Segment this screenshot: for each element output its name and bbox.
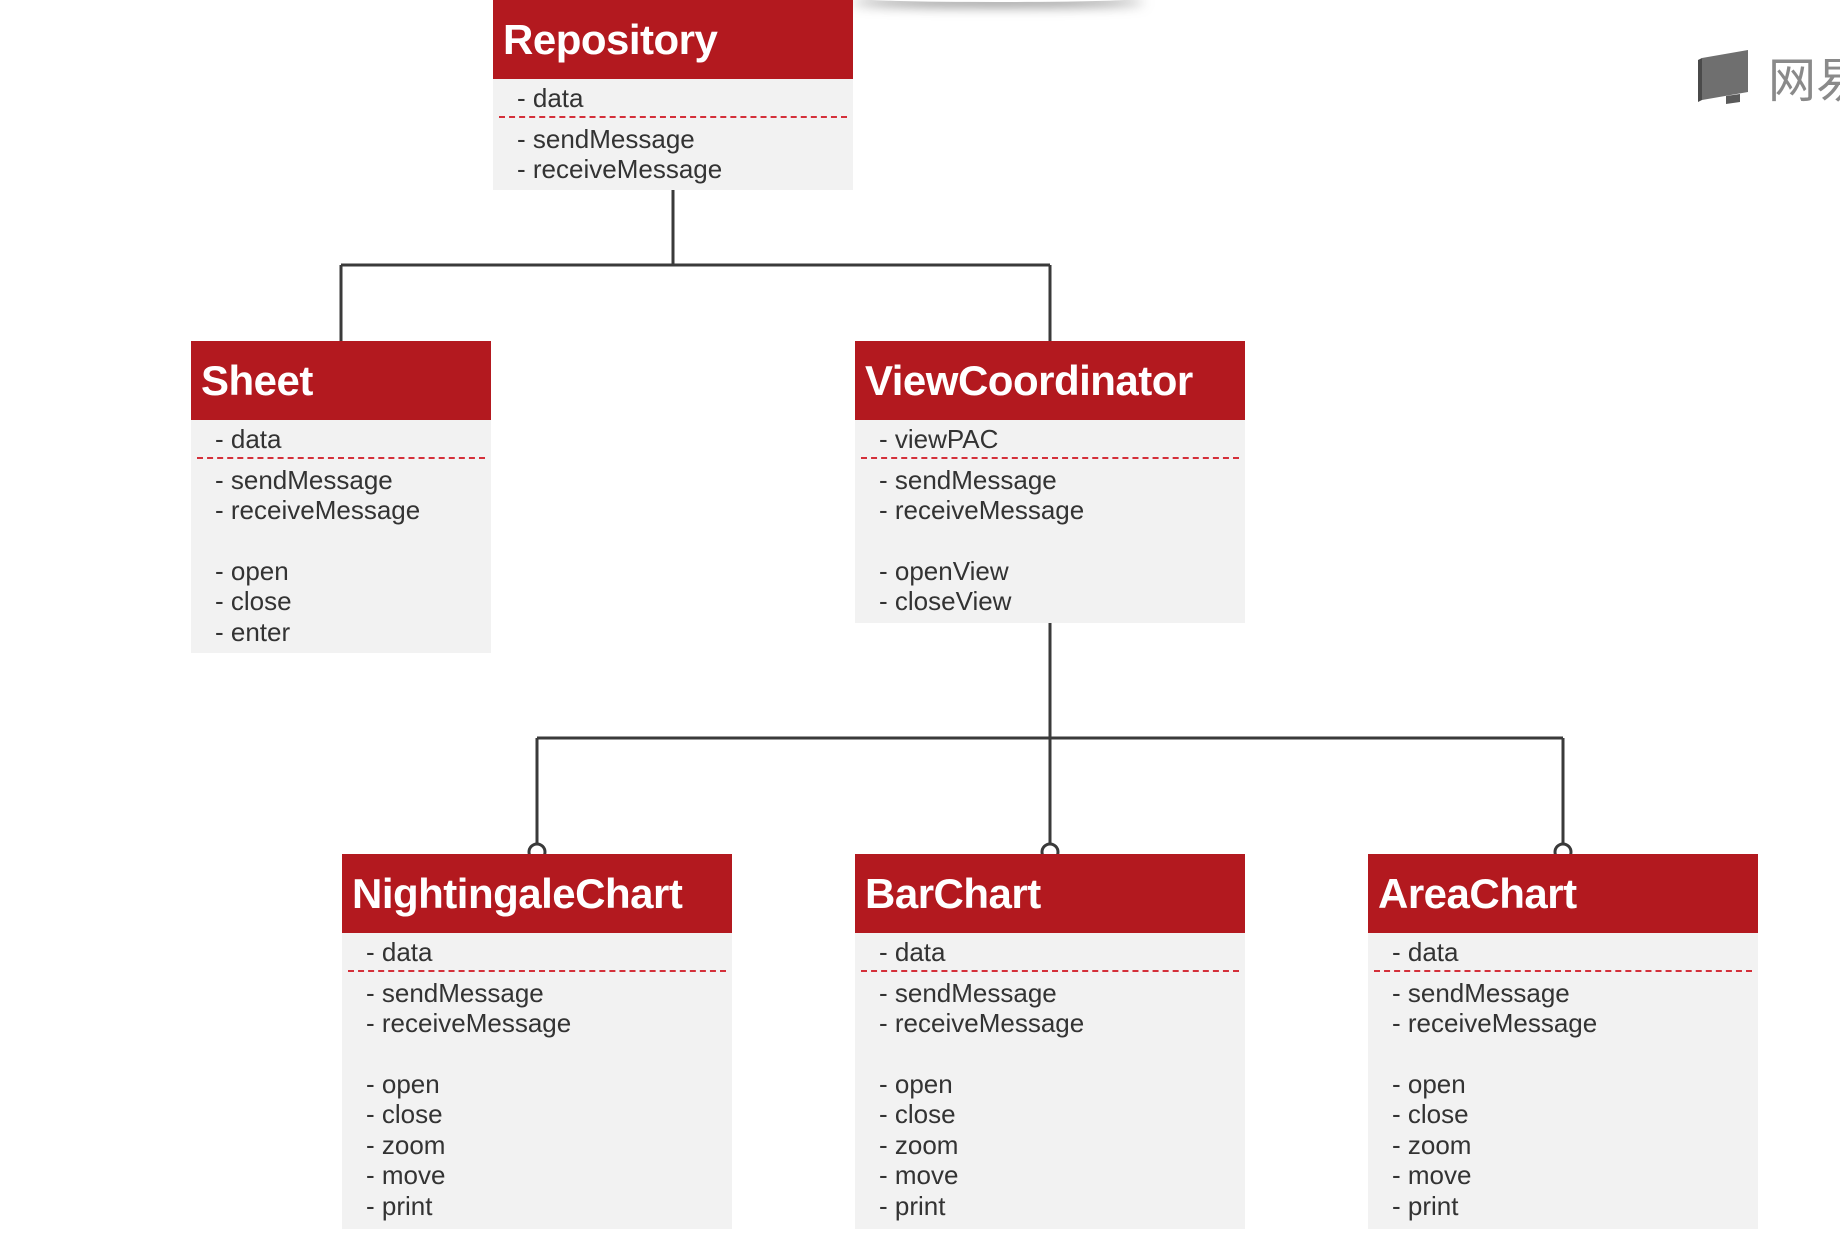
method: - print [879,1190,946,1221]
method: - sendMessage [1392,977,1570,1008]
method: - sendMessage [366,977,544,1008]
method: - move [1392,1160,1472,1190]
method: - open [366,1068,440,1099]
method-list: - sendMessage - receiveMessage [493,118,853,193]
method: - print [366,1190,433,1221]
method: - sendMessage [879,464,1057,495]
attribute: - data [366,937,433,967]
class-bar-chart: BarChart - data - sendMessage - receiveM… [855,854,1245,1229]
method: - open [879,1068,953,1099]
method: - enter [215,616,291,647]
class-view-coordinator: ViewCoordinator - viewPAC - sendMessage … [855,341,1245,623]
class-repository: Repository - data - sendMessage - receiv… [493,0,853,190]
method: - print [1392,1190,1459,1221]
method: - closeView [879,586,1012,616]
method: - move [366,1160,446,1190]
method-list: - sendMessage - receiveMessage - open - … [1368,972,1758,1230]
method: - sendMessage [215,464,393,495]
class-nightingale-chart: NightingaleChart - data - sendMessage - … [342,854,732,1229]
method: - receiveMessage [215,495,421,525]
attribute: - data [1392,937,1459,967]
attribute: - viewPAC [879,424,999,454]
method: - receiveMessage [879,495,1085,525]
method: - receiveMessage [1392,1008,1598,1038]
class-title: ViewCoordinator [855,341,1245,420]
attribute: - data [879,937,946,967]
method: - sendMessage [879,977,1057,1008]
method: - close [879,1099,956,1129]
method: - openView [879,555,1009,586]
attribute-list: - data [861,933,1239,972]
method: - move [879,1160,959,1190]
attribute: - data [215,424,282,454]
method: - receiveMessage [366,1008,572,1038]
class-sheet: Sheet - data - sendMessage - receiveMess… [191,341,491,653]
method: - zoom [1392,1129,1472,1160]
method: - zoom [366,1129,446,1160]
method: - open [215,555,289,586]
method-list: - sendMessage - receiveMessage - open - … [855,972,1245,1230]
method: - open [1392,1068,1466,1099]
method: - sendMessage [517,123,695,154]
attribute-list: - data [348,933,726,972]
class-title: Sheet [191,341,491,420]
method: - receiveMessage [879,1008,1085,1038]
method: - close [366,1099,443,1129]
attribute-list: - data [1374,933,1752,972]
class-title: NightingaleChart [342,854,732,933]
attribute-list: - data [499,79,847,118]
book-icon [1698,50,1748,104]
class-area-chart: AreaChart - data - sendMessage - receive… [1368,854,1758,1229]
class-title: Repository [493,0,853,79]
connector-viewcoordinator-children [535,623,1565,852]
method: - close [1392,1099,1469,1129]
class-title: AreaChart [1368,854,1758,933]
method-list: - sendMessage - receiveMessage - open - … [191,459,491,656]
method: - close [215,586,292,616]
class-title: BarChart [855,854,1245,933]
method-list: - sendMessage - receiveMessage - openVie… [855,459,1245,625]
attribute: - data [517,83,584,113]
attribute-list: - data [197,420,485,459]
connector-repository-children [339,190,1052,341]
method-list: - sendMessage - receiveMessage - open - … [342,972,732,1230]
method: - zoom [879,1129,959,1160]
watermark-logo: 网易 [1696,46,1840,109]
method: - receiveMessage [517,154,723,184]
attribute-list: - viewPAC [861,420,1239,459]
watermark-text: 网易 [1768,53,1840,109]
